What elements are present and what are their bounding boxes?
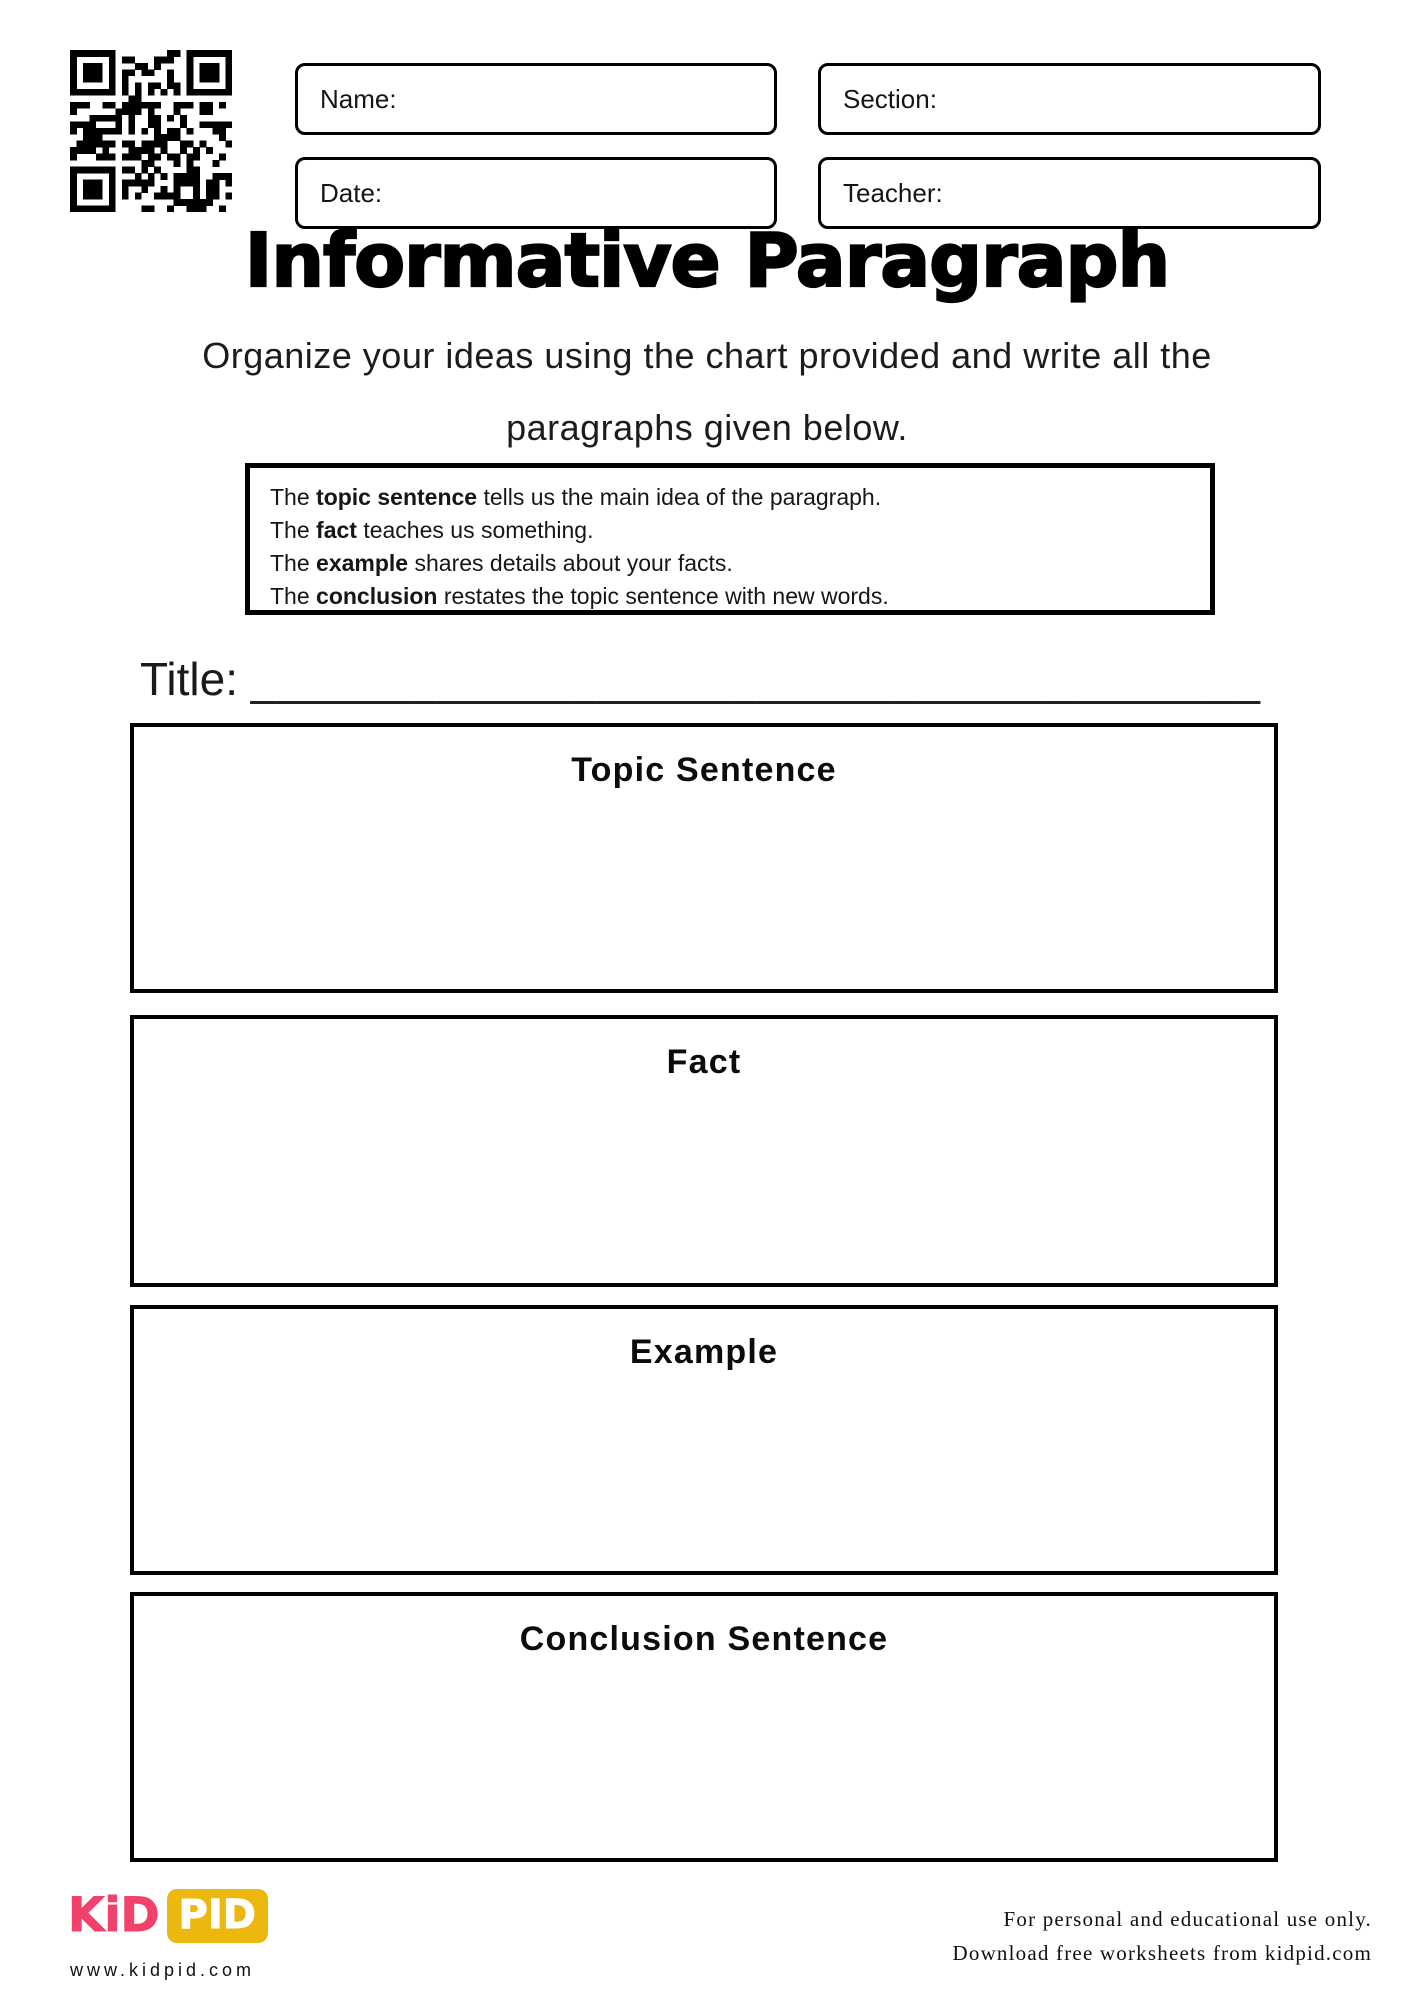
name-label: Name: (320, 83, 397, 114)
topic-sentence-heading: Topic Sentence (571, 751, 837, 789)
title-label: Title: (140, 653, 238, 705)
conclusion-sentence-box[interactable]: Conclusion Sentence (130, 1592, 1278, 1862)
logo-pid-badge: PID (166, 1888, 268, 1943)
fact-box[interactable]: Fact (130, 1015, 1278, 1287)
definitions-box: The topic sentence tells us the main ide… (245, 463, 1215, 615)
instructions-line-1: Organize your ideas using the chart prov… (202, 335, 1212, 376)
usage-note: For personal and educational use only. D… (953, 1902, 1373, 1970)
definition-fact: The fact teaches us something. (270, 517, 594, 543)
title-blank-row: Title: _________________________________… (140, 652, 1280, 706)
date-field[interactable]: Date: (295, 157, 777, 229)
example-heading: Example (629, 1333, 779, 1371)
definition-topic-sentence: The topic sentence tells us the main ide… (270, 484, 882, 510)
kidpid-logo: KiD PID (68, 1888, 268, 1944)
definition-example: The example shares details about your fa… (270, 550, 733, 576)
definition-conclusion: The conclusion restates the topic senten… (270, 583, 889, 609)
date-label: Date: (320, 177, 383, 208)
teacher-label: Teacher: (843, 177, 943, 208)
kidpid-url: www.kidpid.com (70, 1960, 256, 1980)
title-blank[interactable]: ______________________________________ (250, 653, 1261, 705)
name-field[interactable]: Name: (295, 63, 777, 135)
fact-heading: Fact (666, 1043, 742, 1081)
teacher-field[interactable]: Teacher: (818, 157, 1321, 229)
usage-note-line-2: Download free worksheets from kidpid.com (952, 1941, 1372, 1965)
instructions: Organize your ideas using the chart prov… (0, 320, 1414, 464)
topic-sentence-box[interactable]: Topic Sentence (130, 723, 1278, 993)
page-title: Informative Paragraph (244, 217, 1172, 305)
section-label: Section: (843, 83, 937, 114)
conclusion-sentence-heading: Conclusion Sentence (519, 1620, 889, 1658)
instructions-line-2: paragraphs given below. (506, 407, 908, 448)
qr-code (70, 50, 233, 213)
usage-note-line-1: For personal and educational use only. (1003, 1907, 1372, 1931)
section-field[interactable]: Section: (818, 63, 1321, 135)
example-box[interactable]: Example (130, 1305, 1278, 1575)
logo-kid-text: KiD (68, 1888, 161, 1944)
